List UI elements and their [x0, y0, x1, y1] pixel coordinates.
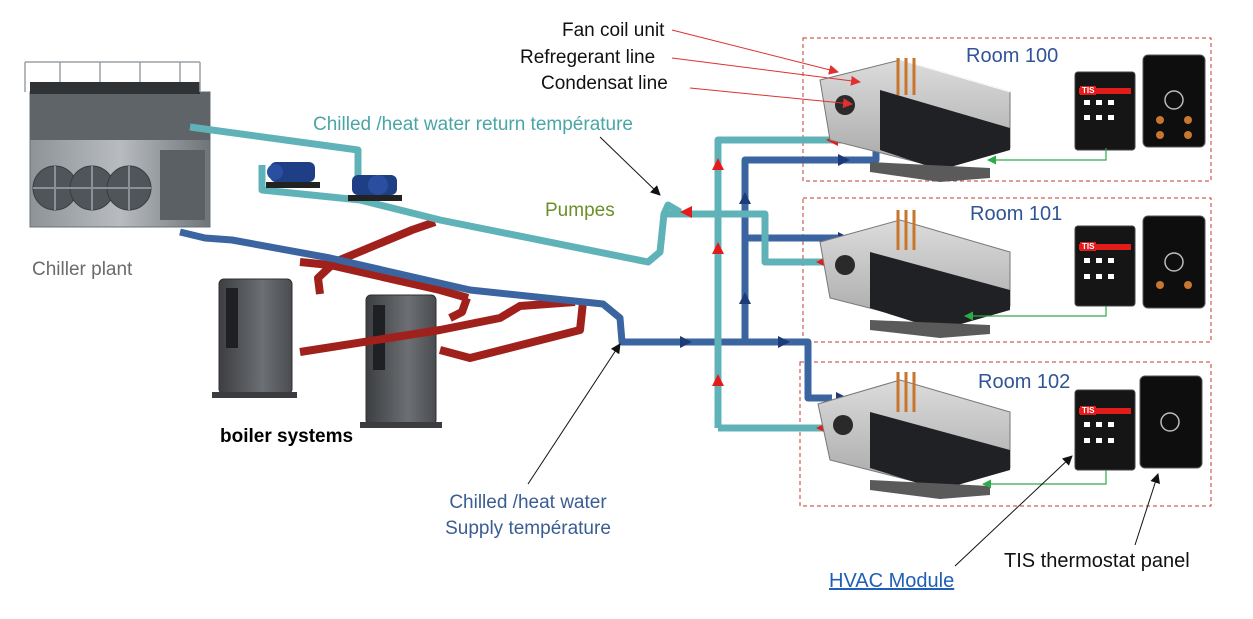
supply-temperature-line2: Supply température	[445, 517, 611, 539]
supply-temperature-label: Chilled /heat water Supply température	[428, 492, 628, 540]
hvac-module-link[interactable]: HVAC Module	[829, 570, 955, 592]
room-100-label: Room 100	[966, 45, 1059, 67]
room-101-label: Room 101	[970, 203, 1063, 225]
fan-coil-icon	[817, 372, 1011, 499]
thermostat-icon	[1139, 375, 1203, 469]
supply-temperature-line1: Chilled /heat water	[449, 492, 607, 513]
tis-logo-room-102: TIS	[1080, 406, 1097, 415]
boiler-systems-label: boiler systems	[220, 426, 354, 447]
fan-coil-unit-label: Fan coil unit	[562, 20, 665, 41]
room-100-box	[802, 37, 1212, 182]
refrigerant-line-label: Refregerant line	[520, 47, 656, 68]
thermostat-icon	[1142, 215, 1206, 309]
annotation-leaders-red	[671, 29, 861, 109]
annotation-leaders-black	[527, 136, 1160, 567]
boiler-icon	[360, 294, 442, 428]
pumps-label: Pumpes	[545, 200, 615, 221]
room-102-label: Room 102	[978, 371, 1071, 393]
hvac-module-icon	[1074, 389, 1136, 471]
hvac-module-icon	[1074, 71, 1136, 151]
fan-coil-icon	[819, 210, 1011, 338]
condensate-line-label: Condensat line	[541, 73, 668, 94]
boiler-icon	[212, 278, 297, 398]
tis-logo-room-100: TIS	[1080, 86, 1097, 95]
tis-logo-room-101: TIS	[1080, 242, 1097, 251]
room-102-box	[799, 361, 1212, 507]
room-101-box	[802, 197, 1212, 343]
thermostat-icon	[1142, 54, 1206, 148]
flow-arrows-navy	[680, 154, 850, 404]
thermostat-panel-label: TIS thermostat panel	[1004, 550, 1190, 572]
fan-coil-icon	[819, 58, 1011, 182]
chiller-plant-label: Chiller plant	[32, 259, 133, 280]
control-wires	[964, 148, 1107, 489]
return-temperature-label: Chilled /heat water return température	[313, 114, 633, 135]
pump-icon	[348, 175, 402, 201]
pump-icon	[266, 162, 320, 188]
flow-arrows-red	[680, 134, 838, 434]
chiller-icon	[24, 61, 211, 228]
hvac-module-icon	[1074, 225, 1136, 307]
